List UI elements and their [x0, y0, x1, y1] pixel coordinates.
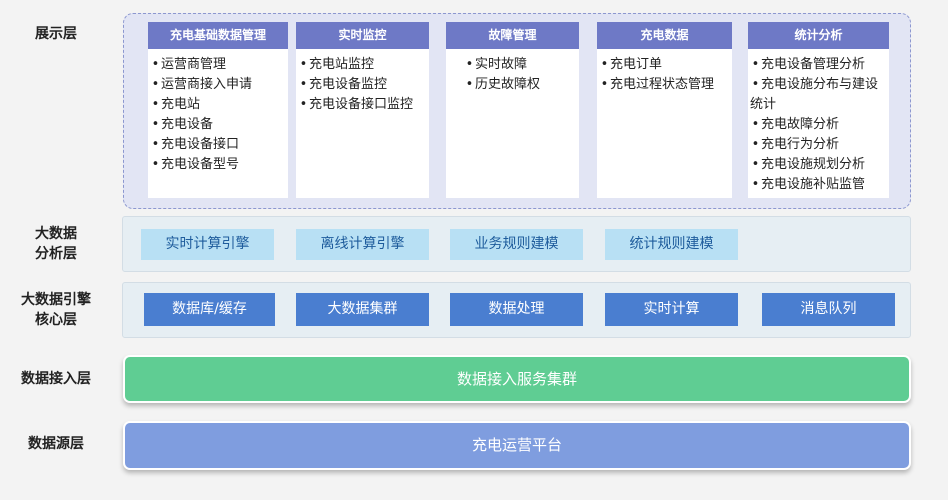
engine-item-message-queue: 消息队列: [762, 293, 895, 326]
layer-label-source: 数据源层: [28, 436, 84, 452]
engine-item-realtime-compute: 实时计算: [605, 293, 738, 326]
module-basic-data: 充电基础数据管理 •运营商管理 •运营商接入申请 •充电站 •充电设备 •充电设…: [148, 22, 288, 198]
list-item: •充电设备接口监控: [299, 97, 414, 112]
list-item: •运营商管理: [151, 57, 227, 72]
engine-item-cluster: 大数据集群: [296, 293, 429, 326]
module-list: •充电订单 •充电过程状态管理: [597, 49, 732, 95]
module-header: 实时监控: [296, 22, 429, 49]
module-statistics: 统计分析 •充电设备管理分析 •充电设施分布与建设统计 •充电故障分析 •充电行…: [748, 22, 889, 198]
module-header: 充电基础数据管理: [148, 22, 288, 49]
list-item: •充电设施规划分析: [751, 157, 866, 172]
module-header: 统计分析: [748, 22, 889, 49]
engine-item-data-processing: 数据处理: [450, 293, 583, 326]
analysis-item-realtime-engine: 实时计算引擎: [141, 229, 274, 260]
list-item: •充电设备管理分析: [751, 57, 866, 72]
module-header: 故障管理: [446, 22, 579, 49]
list-item: •充电站: [151, 97, 201, 112]
module-charging-data: 充电数据 •充电订单 •充电过程状态管理: [597, 22, 732, 198]
list-item: •历史故障权: [465, 77, 541, 92]
list-item: •充电行为分析: [751, 137, 840, 152]
list-item: •充电过程状态管理: [600, 77, 715, 92]
engine-item-database-cache: 数据库/缓存: [144, 293, 275, 326]
layer-label-presentation: 展示层: [35, 26, 77, 42]
module-realtime-monitor: 实时监控 •充电站监控 •充电设备监控 •充电设备接口监控: [296, 22, 429, 198]
module-list: •充电设备管理分析 •充电设施分布与建设统计 •充电故障分析 •充电行为分析 •…: [748, 49, 889, 195]
list-item: •充电设备: [151, 117, 214, 132]
analysis-item-business-rules: 业务规则建模: [450, 229, 583, 260]
layer-label-analysis-line2: 分析层: [35, 246, 77, 262]
list-item: •充电设备接口: [151, 137, 240, 152]
module-header: 充电数据: [597, 22, 732, 49]
layer-label-engine-line2: 核心层: [35, 312, 77, 328]
list-item: •充电站监控: [299, 57, 375, 72]
analysis-item-offline-engine: 离线计算引擎: [296, 229, 429, 260]
module-list: •充电站监控 •充电设备监控 •充电设备接口监控: [296, 49, 429, 115]
module-list: •实时故障 •历史故障权: [446, 49, 579, 95]
list-item: •充电设施分布与建设统计: [750, 77, 879, 112]
list-item: •充电故障分析: [751, 117, 840, 132]
access-layer-bar: 数据接入服务集群: [123, 355, 911, 403]
layer-label-analysis-line1: 大数据: [35, 226, 77, 242]
module-list: •运营商管理 •运营商接入申请 •充电站 •充电设备 •充电设备接口 •充电设备…: [148, 49, 288, 175]
analysis-item-statistics-rules: 统计规则建模: [605, 229, 738, 260]
list-item: •运营商接入申请: [151, 77, 253, 92]
list-item: •充电设备型号: [151, 157, 240, 172]
layer-label-engine: 大数据引擎 核心层: [0, 290, 112, 330]
layer-label-engine-line1: 大数据引擎: [21, 292, 91, 308]
list-item: •充电设备监控: [299, 77, 388, 92]
module-fault-management: 故障管理 •实时故障 •历史故障权: [446, 22, 579, 198]
layer-label-analysis: 大数据 分析层: [0, 224, 112, 264]
list-item: •充电设施补贴监管: [751, 177, 866, 192]
list-item: •实时故障: [465, 57, 528, 72]
layer-label-access: 数据接入层: [21, 371, 91, 387]
list-item: •充电订单: [600, 57, 663, 72]
source-layer-bar: 充电运营平台: [123, 421, 911, 470]
